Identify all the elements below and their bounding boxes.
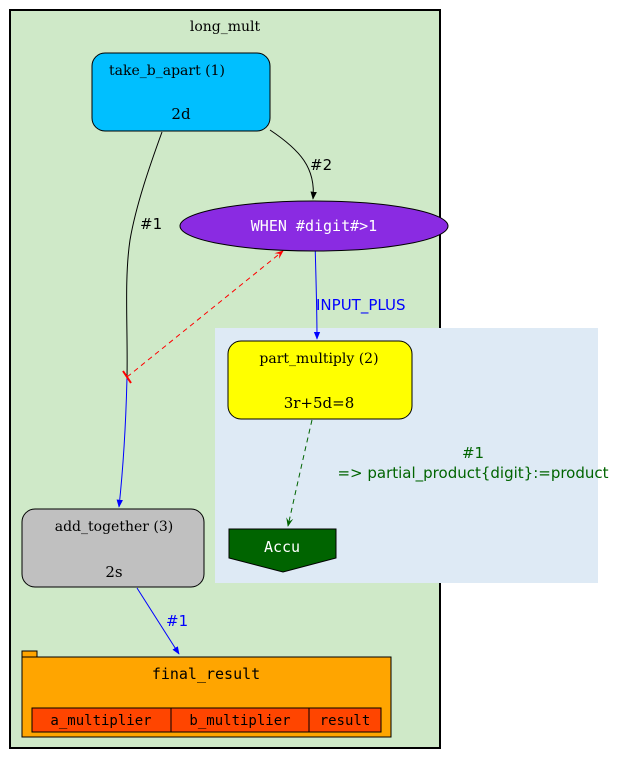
- node-label: WHEN #digit#>1: [251, 217, 377, 235]
- edge-part-to-accu[interactable]: [286, 419, 313, 527]
- field-b-multiplier: b_multiplier: [189, 713, 290, 729]
- node-box[interactable]: [21, 508, 205, 588]
- edge-take-to-junction[interactable]: [126, 131, 163, 378]
- node-title: add_together (3): [55, 519, 173, 535]
- junction-tick: [122, 370, 132, 384]
- edge-label-add-to-final: #1: [166, 612, 188, 630]
- field-cell-result[interactable]: [308, 707, 382, 733]
- node-box[interactable]: [91, 52, 271, 132]
- edge-label-part-to-accu-1: #1: [462, 444, 484, 462]
- field-cell-a-multiplier[interactable]: [31, 707, 172, 733]
- field-result: result: [320, 713, 371, 729]
- edge-junction-to-when[interactable]: [126, 250, 284, 378]
- node-title: final_result: [152, 665, 260, 683]
- node-title: take_b_apart (1): [109, 63, 225, 79]
- node-shape[interactable]: [228, 528, 337, 573]
- edge-label-part-to-accu-2: => partial_product{digit}:=product: [337, 464, 608, 483]
- node-final-result[interactable]: final_result a_multiplier b_multiplier r…: [21, 650, 392, 738]
- edge-label-take-to-when: #2: [310, 156, 332, 174]
- field-table: a_multiplier b_multiplier result: [31, 707, 382, 733]
- node-part-multiply[interactable]: part_multiply (2) 3r+5d=8: [227, 340, 413, 420]
- edge-when-to-part[interactable]: [313, 240, 321, 340]
- field-a-multiplier: a_multiplier: [50, 713, 151, 729]
- edge-take-to-when[interactable]: [269, 129, 317, 200]
- edge-label-take-to-add: #1: [140, 215, 162, 233]
- node-take-b-apart[interactable]: take_b_apart (1) 2d: [91, 52, 271, 132]
- node-subtitle: 3r+5d=8: [284, 394, 355, 412]
- node-title: part_multiply (2): [259, 351, 378, 367]
- node-label: Accu: [264, 538, 300, 556]
- node-when-digit[interactable]: WHEN #digit#>1: [179, 200, 449, 252]
- node-box[interactable]: [227, 340, 413, 420]
- folder-tab: [21, 650, 38, 658]
- edge-label-when-to-part: INPUT_PLUS: [316, 296, 406, 315]
- node-ellipse[interactable]: [179, 200, 449, 252]
- field-cell-b-multiplier[interactable]: [170, 707, 310, 733]
- edges: #2 #1 INPUT_PLUS #1 => partial_product{d…: [116, 129, 609, 655]
- node-add-together[interactable]: add_together (3) 2s: [21, 508, 205, 588]
- node-subtitle: 2d: [171, 105, 191, 123]
- node-accu[interactable]: Accu: [228, 528, 337, 573]
- edge-junction-to-add[interactable]: [116, 376, 128, 508]
- cluster-title: long_mult: [190, 19, 261, 35]
- edge-add-to-final[interactable]: [136, 587, 180, 655]
- node-subtitle: 2s: [105, 563, 122, 581]
